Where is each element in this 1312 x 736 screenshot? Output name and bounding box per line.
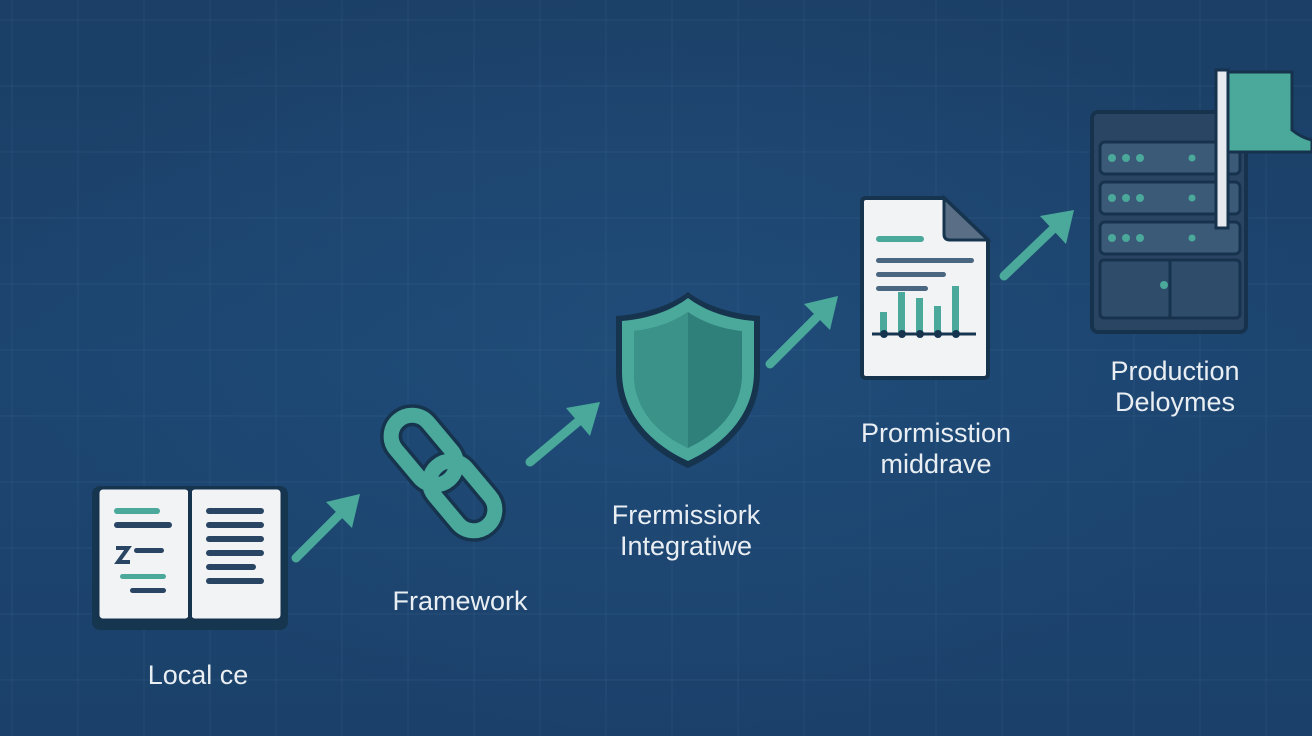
step-production <box>1082 66 1312 338</box>
step-middleware-label: Prormisstion middrave <box>836 418 1036 480</box>
step-label-line: Deloymes <box>1114 387 1236 417</box>
step-label-line: Production <box>1110 356 1240 386</box>
step-local-label: Local ce <box>98 660 298 691</box>
step-label-line: Frermissiork <box>611 500 761 530</box>
step-permission-label: Frermissiork Integratiwe <box>586 500 786 562</box>
flow-arrow-2 <box>525 402 600 467</box>
flow-arrow-4 <box>999 210 1074 281</box>
step-label-line: Framework <box>392 586 528 616</box>
step-label-line: Local ce <box>147 660 249 690</box>
step-middleware <box>856 194 992 382</box>
step-production-label: Production Deloymes <box>1075 356 1275 418</box>
server-flag-icon <box>1090 68 1312 334</box>
step-framework <box>378 398 508 548</box>
step-framework-label: Framework <box>360 586 560 617</box>
step-label-line: Integratiwe <box>619 531 753 561</box>
shield-icon <box>616 292 760 468</box>
document-chart-icon <box>860 194 992 380</box>
flow-arrow-3 <box>765 296 838 369</box>
step-label-line: Prormisstion <box>860 418 1012 448</box>
flow-arrow-1 <box>291 494 360 563</box>
step-local <box>90 482 290 632</box>
step-permission <box>610 288 766 472</box>
open-book-icon <box>92 486 288 630</box>
chain-link-icon <box>380 404 506 542</box>
step-label-line: middrave <box>880 449 992 479</box>
